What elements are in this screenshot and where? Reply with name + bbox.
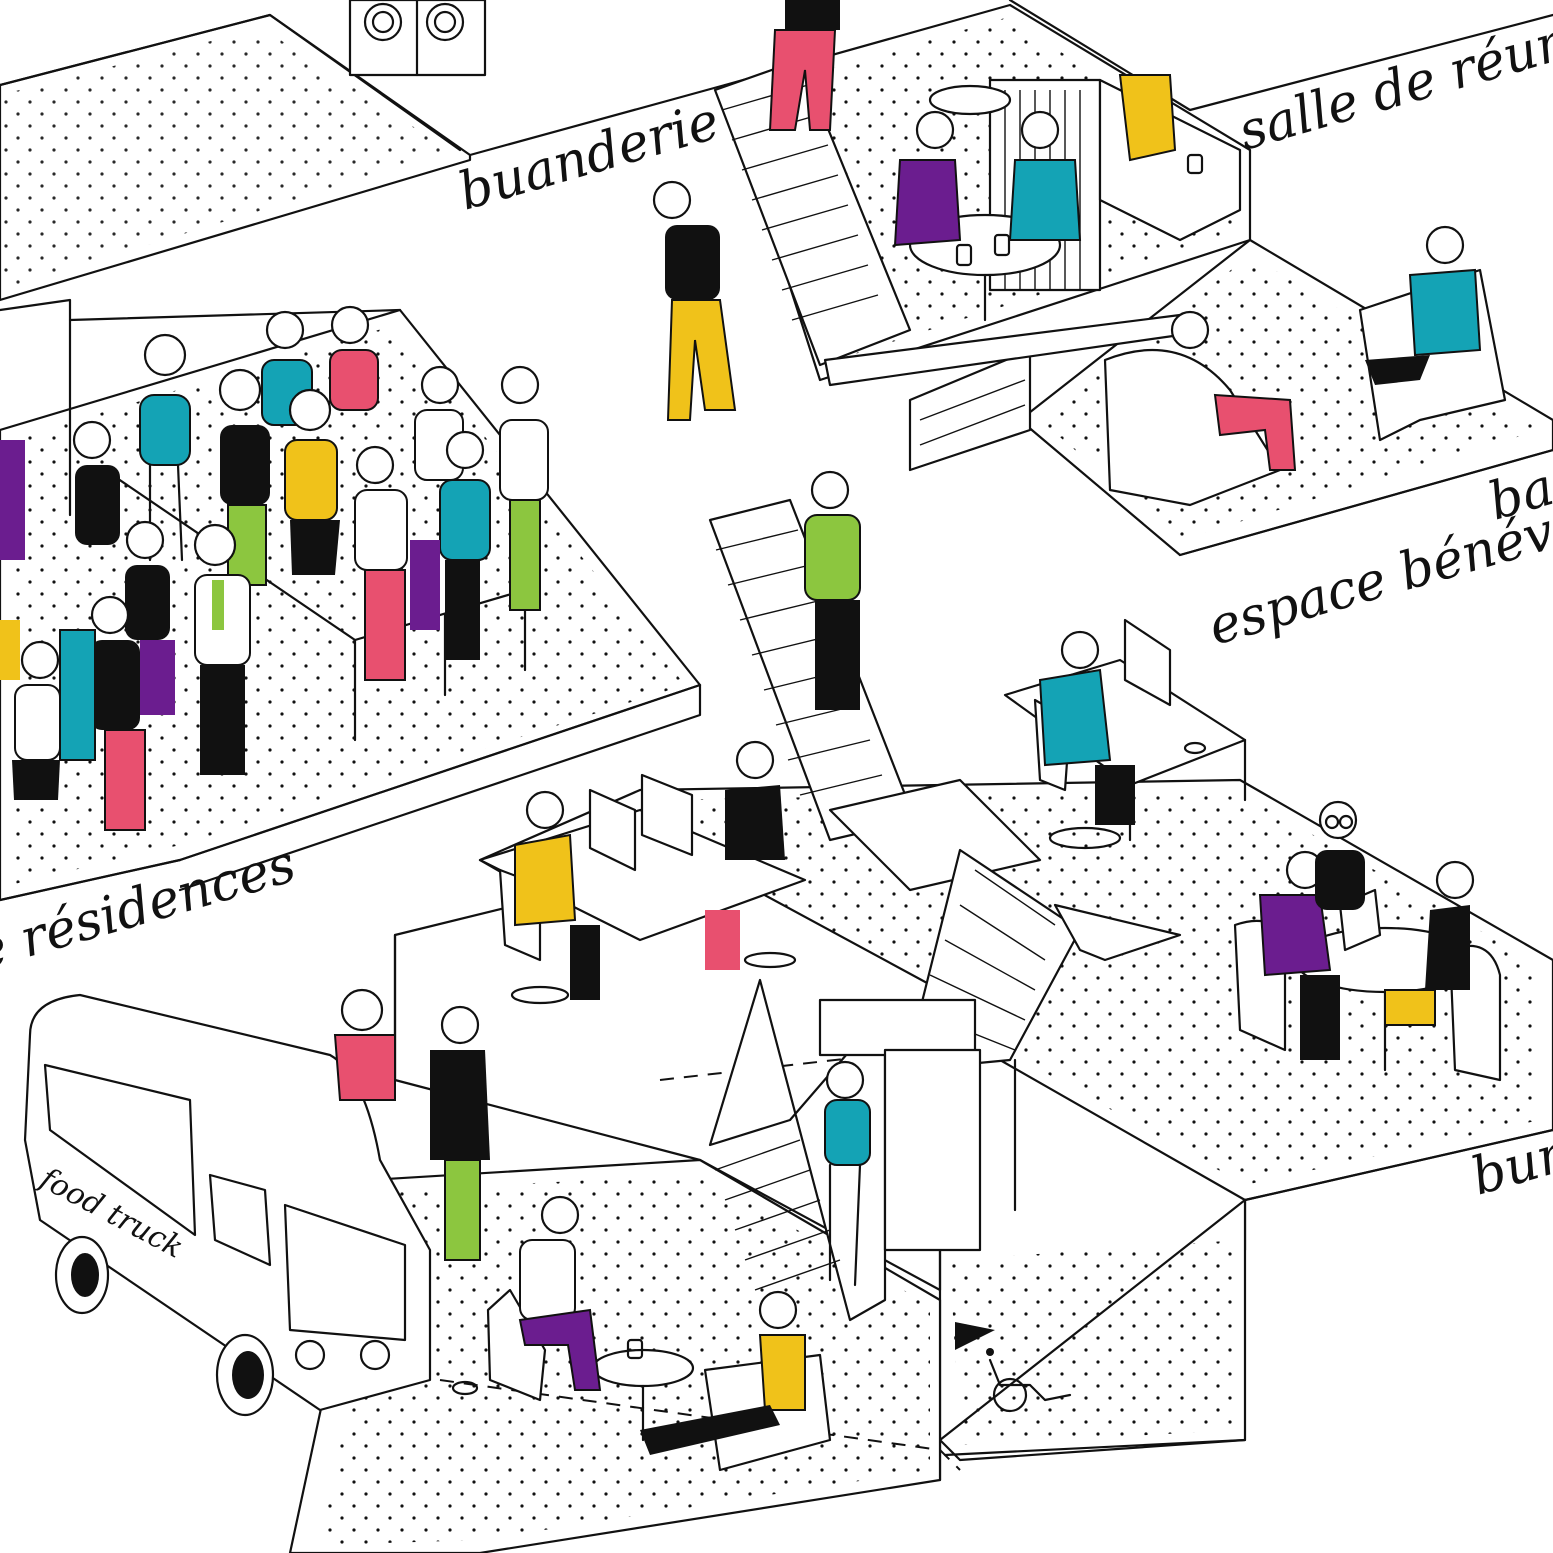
stairs-top <box>713 58 1032 472</box>
person-truck-pink <box>333 988 396 1101</box>
person-terrace-purple <box>518 1195 602 1391</box>
person-truck-green <box>430 1005 490 1261</box>
washing-machines <box>348 0 487 77</box>
person-stairs-pink-pants <box>768 0 840 131</box>
person-residences-5 <box>284 388 340 575</box>
wheelchair-icon <box>986 1348 1072 1413</box>
person-lounge-pink <box>1170 310 1297 471</box>
person-lounge-phone <box>1365 225 1482 385</box>
people <box>0 0 1482 1455</box>
person-residences-15 <box>0 440 25 560</box>
person-residences-8 <box>439 430 491 660</box>
person-table-purple <box>1258 850 1340 1060</box>
person-residences-13 <box>90 595 146 831</box>
person-meeting-purple <box>893 110 962 247</box>
person-yellow-top-right <box>1118 74 1177 162</box>
person-residences-16 <box>0 620 96 761</box>
stairs-middle <box>708 498 1042 892</box>
person-residences-10 <box>72 420 120 545</box>
person-desk-yellow <box>514 790 600 1000</box>
person-residences-7 <box>499 365 549 611</box>
person-meeting-teal <box>1008 110 1082 241</box>
person-table-glasses <box>1315 800 1365 910</box>
person-desk-teal <box>1038 630 1135 825</box>
person-desk-black <box>705 740 785 970</box>
floor-buanderie <box>0 13 727 302</box>
lounge-armchairs <box>823 268 1507 507</box>
person-walking-yellow-pants <box>652 180 737 421</box>
person-stairs-teal <box>824 1060 871 1287</box>
person-residences-14 <box>12 640 61 800</box>
person-residences-4 <box>329 305 379 411</box>
person-table-black-yellow <box>1384 860 1475 1026</box>
person-residences-11 <box>125 520 175 715</box>
person-residences-12 <box>193 523 251 775</box>
food-truck <box>23 993 479 1417</box>
person-residences-9 <box>354 445 440 681</box>
person-terrace-yellow <box>640 1290 806 1455</box>
person-stairs-green <box>804 470 861 710</box>
